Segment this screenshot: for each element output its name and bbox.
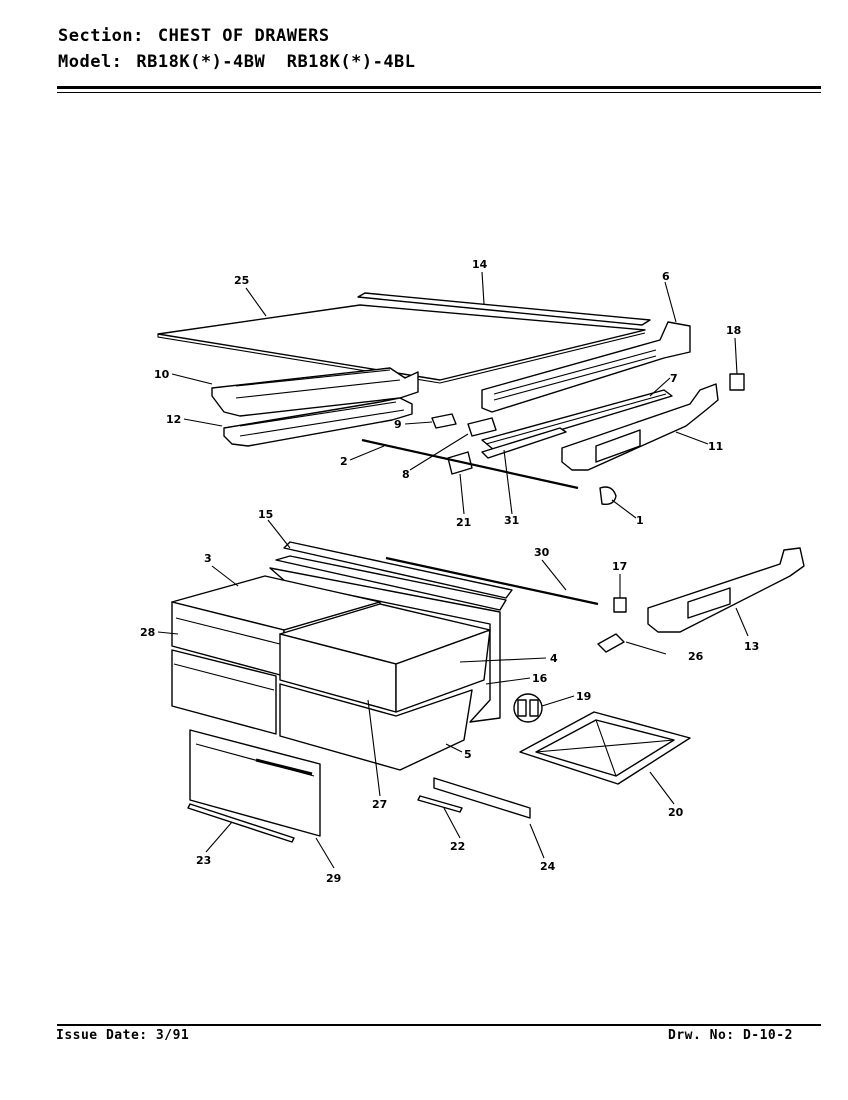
header-rule-thin [57, 92, 821, 93]
issue-date: Issue Date: 3/91 [56, 1028, 190, 1043]
part-left-rail-upper [211, 367, 419, 417]
callout-24: 24 [540, 860, 556, 873]
part-tray-20 [519, 711, 691, 785]
callout-labels: 25 14 6 18 10 7 12 9 11 2 8 21 31 1 15 3… [140, 258, 759, 885]
callout-12: 12 [166, 413, 181, 426]
callout-8: 8 [402, 468, 410, 481]
part-block-21 [447, 451, 473, 475]
callout-28: 28 [140, 626, 155, 639]
part-shelf-panel [157, 304, 646, 384]
part-crisper-lower [279, 683, 473, 771]
callout-18: 18 [726, 324, 741, 337]
part-front-panel [189, 729, 321, 837]
callout-13: 13 [744, 640, 759, 653]
callout-3: 3 [204, 552, 212, 565]
part-drawer-upper-right [279, 603, 491, 713]
callout-25: 25 [234, 274, 249, 287]
callout-21: 21 [456, 516, 471, 529]
section-key: Section: [58, 26, 144, 46]
callout-5: 5 [464, 748, 472, 761]
part-slide-24 [433, 777, 531, 819]
callout-29: 29 [326, 872, 341, 885]
leader-lines [157, 271, 749, 869]
part-right-support [561, 383, 719, 471]
callout-11: 11 [708, 440, 723, 453]
footer-rule [57, 1024, 821, 1026]
model-heading: Model: RB18K(*)-4BW RB18K(*)-4BL [58, 52, 416, 72]
callout-10: 10 [154, 368, 170, 381]
callout-1: 1 [636, 514, 644, 527]
part-left-rail-lower [223, 397, 413, 447]
callout-14: 14 [472, 258, 488, 271]
callout-15: 15 [258, 508, 273, 521]
drawing-number: Drw. No: D-10-2 [668, 1028, 793, 1043]
header-rule-thick [57, 86, 821, 89]
part-rod-2 [361, 438, 579, 490]
part-lower-slide [481, 427, 567, 459]
part-right-support-lower [647, 547, 805, 633]
callout-6: 6 [662, 270, 670, 283]
part-block-9 [431, 413, 457, 429]
part-right-rail-upper [481, 321, 691, 413]
callout-22: 22 [450, 840, 465, 853]
callout-9: 9 [394, 418, 402, 431]
part-slide-rail [481, 389, 673, 451]
part-clip-17 [613, 597, 627, 613]
section-heading: Section: CHEST OF DRAWERS [58, 26, 330, 46]
part-roller-19 [513, 693, 543, 723]
callout-26: 26 [688, 650, 704, 663]
part-rear-trim [357, 292, 651, 326]
callout-31: 31 [504, 514, 519, 527]
part-roller-26 [597, 633, 625, 653]
part-frame-top [275, 541, 513, 611]
model-value: RB18K(*)-4BW RB18K(*)-4BL [136, 52, 416, 72]
section-value: CHEST OF DRAWERS [157, 26, 330, 46]
part-trim-23 [187, 803, 295, 843]
callout-16: 16 [532, 672, 548, 685]
callout-20: 20 [668, 806, 684, 819]
callout-2: 2 [340, 455, 348, 468]
model-key: Model: [58, 52, 123, 72]
part-bracket-8 [467, 417, 497, 437]
part-rod-30 [385, 556, 599, 606]
callout-7: 7 [670, 372, 678, 385]
callout-23: 23 [196, 854, 211, 867]
callout-4: 4 [550, 652, 558, 665]
part-clip-1 [599, 486, 617, 506]
part-drawer-lower-left [171, 649, 277, 735]
callout-30: 30 [534, 546, 550, 559]
callout-27: 27 [372, 798, 387, 811]
callout-17: 17 [612, 560, 627, 573]
callout-19: 19 [576, 690, 591, 703]
part-clip-18 [729, 373, 745, 391]
part-strip-22 [417, 795, 463, 813]
